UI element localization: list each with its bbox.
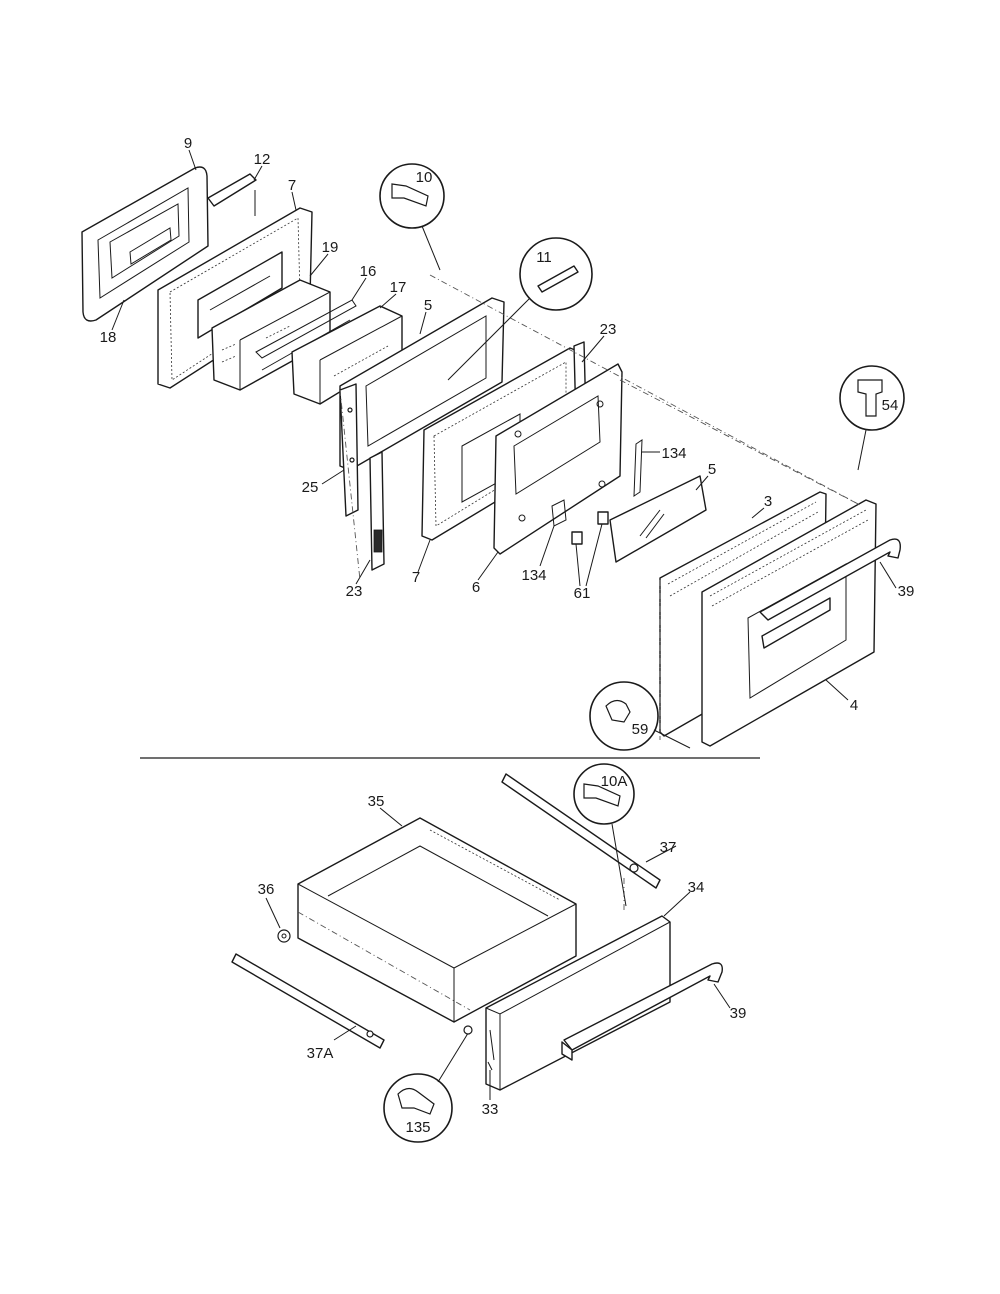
label-5-lower: 5 xyxy=(708,461,716,478)
label-9: 9 xyxy=(184,135,192,152)
label-17: 17 xyxy=(390,279,407,296)
callout-10-screw xyxy=(379,163,445,271)
label-54: 54 xyxy=(882,397,899,414)
part-25-hinge-channel xyxy=(339,383,359,517)
label-37: 37 xyxy=(660,839,677,856)
part-35-drawer-box xyxy=(297,817,577,1023)
label-36: 36 xyxy=(258,881,275,898)
label-23-upper: 23 xyxy=(600,321,617,338)
part-5-glass-upper xyxy=(339,297,505,471)
label-134-upper: 134 xyxy=(661,445,686,462)
label-12: 12 xyxy=(254,151,271,168)
part-labels: 9 12 7 19 16 17 5 18 10 11 23 54 134 5 2… xyxy=(100,135,915,1136)
label-18: 18 xyxy=(100,329,117,346)
part-37-drawer-rail-right xyxy=(501,773,661,889)
label-134-lower: 134 xyxy=(521,567,546,584)
part-135-fastener xyxy=(463,1025,473,1035)
part-39-drawer-handle xyxy=(561,962,723,1061)
part-23-hinge-left xyxy=(369,451,385,571)
label-5-upper: 5 xyxy=(424,297,432,314)
label-7-lower: 7 xyxy=(412,569,420,586)
part-12-clip xyxy=(207,173,257,216)
label-10: 10 xyxy=(416,169,433,186)
part-34-drawer-front xyxy=(485,915,671,1091)
label-39-lower: 39 xyxy=(730,1005,747,1022)
label-3: 3 xyxy=(764,493,772,510)
callout-11-clip xyxy=(447,237,593,381)
part-39-door-handle xyxy=(759,538,901,621)
part-37A-drawer-rail-left xyxy=(231,953,385,1049)
label-leaders xyxy=(111,149,897,1100)
label-10A: 10A xyxy=(601,773,628,790)
label-6: 6 xyxy=(472,579,480,596)
label-35: 35 xyxy=(368,793,385,810)
part-9-trim-panel xyxy=(81,166,209,322)
label-16: 16 xyxy=(360,263,377,280)
label-11: 11 xyxy=(536,249,552,266)
label-37A: 37A xyxy=(307,1045,334,1062)
label-59: 59 xyxy=(632,721,649,738)
part-5-glass-lower xyxy=(609,475,707,563)
label-23-lower: 23 xyxy=(346,583,363,600)
label-25: 25 xyxy=(302,479,319,496)
callout-10A-screw xyxy=(573,763,635,907)
label-39-upper: 39 xyxy=(898,583,915,600)
label-7-upper: 7 xyxy=(288,177,296,194)
part-4-outer-door xyxy=(701,499,877,747)
label-61: 61 xyxy=(574,585,591,602)
part-7-inner-frame xyxy=(157,207,313,389)
part-36-fastener xyxy=(277,929,291,943)
callout-135-screw xyxy=(383,1029,471,1143)
label-33: 33 xyxy=(482,1101,499,1118)
label-34: 34 xyxy=(688,879,705,896)
callout-59-screw xyxy=(589,681,691,751)
reference-lines-upper xyxy=(339,274,861,740)
label-4: 4 xyxy=(850,697,858,714)
part-134-clips xyxy=(551,439,643,527)
label-135: 135 xyxy=(405,1119,430,1136)
part-6-inner-door-panel xyxy=(493,363,623,555)
callout-54-screw xyxy=(839,365,905,471)
label-19: 19 xyxy=(322,239,339,256)
part-61-fasteners xyxy=(571,511,609,545)
